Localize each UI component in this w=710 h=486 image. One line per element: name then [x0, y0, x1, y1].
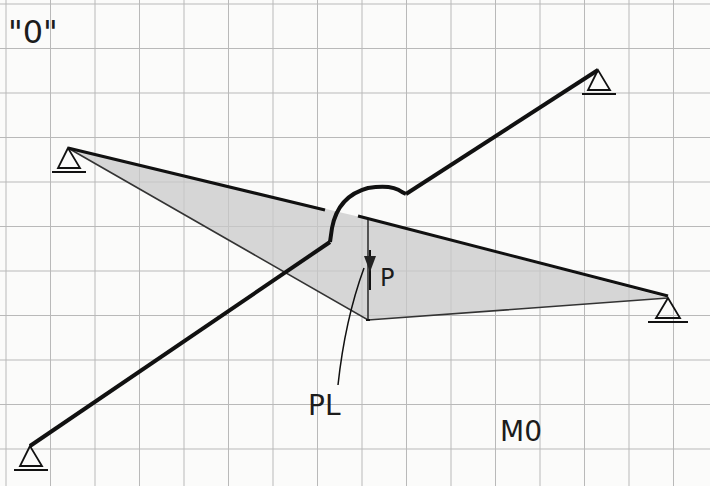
grid-line	[584, 0, 585, 486]
grid-line	[6, 0, 7, 486]
grid-line	[0, 4, 710, 5]
diagram-label: M0	[500, 418, 542, 446]
leader-line	[338, 268, 364, 385]
case-label: "0"	[8, 16, 58, 48]
grid-line	[0, 137, 710, 138]
grid-line	[0, 182, 710, 183]
arrow-head	[364, 256, 376, 272]
grid-line	[540, 0, 541, 486]
grid-line	[184, 0, 185, 486]
beam-crossover	[330, 187, 406, 242]
moment-area	[68, 148, 668, 320]
grid-line	[495, 0, 496, 486]
beam	[406, 70, 598, 194]
beam	[68, 148, 325, 210]
grid-line	[0, 315, 710, 316]
load-label: P	[380, 266, 394, 290]
pin-supports	[14, 70, 688, 470]
grid-line	[673, 0, 674, 486]
grid-line	[0, 48, 710, 49]
moment-value: PL	[308, 392, 340, 420]
beam	[358, 216, 668, 296]
grid-line	[139, 0, 140, 486]
grid-line	[0, 449, 710, 450]
moment-outline	[68, 148, 668, 320]
grid-line	[95, 0, 96, 486]
grid-line	[0, 404, 710, 405]
grid-line	[0, 360, 710, 361]
grid-line	[0, 93, 710, 94]
grid-line	[50, 0, 51, 486]
grid-line	[629, 0, 630, 486]
grid-line	[228, 0, 229, 486]
moment-ordinate	[367, 218, 369, 320]
beam	[30, 242, 330, 446]
